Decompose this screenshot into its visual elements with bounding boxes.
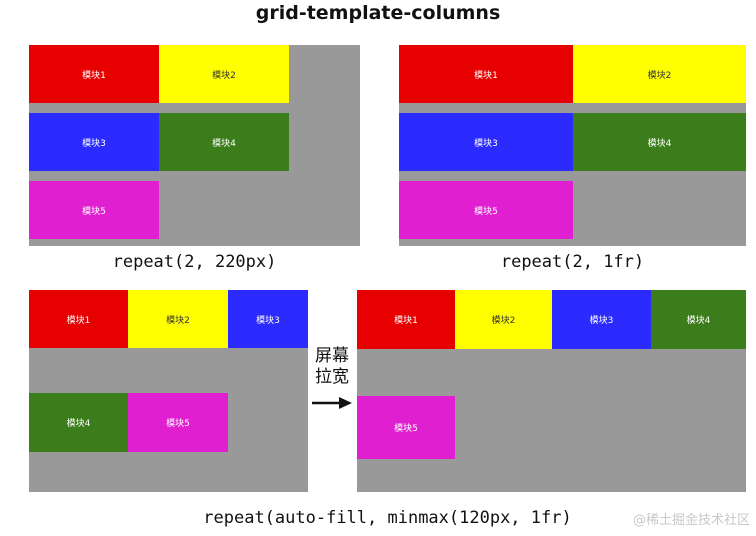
grid-block-label: 模块4 — [66, 419, 91, 429]
grid-block-2: 模块2 — [455, 290, 552, 349]
grid-block-label: 模块1 — [82, 70, 106, 81]
grid-panel-auto-fill-wide: 模块1 模块2 模块3 模块4 模块5 — [357, 290, 746, 492]
grid-block-label: 模块4 — [647, 138, 672, 149]
grid-block-label: 模块4 — [686, 316, 711, 326]
grid-block-label: 模块3 — [82, 138, 106, 149]
grid-panel-auto-fill-narrow: 模块1 模块2 模块3 模块4 模块5 — [29, 290, 308, 492]
right-arrow-icon — [312, 397, 352, 409]
watermark: @稀土掘金技术社区 — [632, 513, 750, 528]
caption-fractional-columns: repeat(2, 1fr) — [500, 252, 645, 272]
grid-block-3: 模块3 — [29, 113, 159, 171]
grid-block-4: 模块4 — [651, 290, 746, 349]
grid-block-label: 模块2 — [212, 70, 236, 81]
caption-auto-fill: repeat(auto-fill, minmax(120px, 1fr) — [203, 508, 572, 528]
grid-block-5: 模块5 — [29, 181, 159, 239]
grid-panel-fixed-columns: 模块1 模块2 模块3 模块4 模块5 — [29, 45, 360, 246]
side-note-line-2: 拉宽 — [315, 367, 349, 387]
grid-block-3: 模块3 — [399, 113, 573, 171]
grid-block-2: 模块2 — [573, 45, 746, 103]
diagram-title: grid-template-columns — [255, 2, 501, 24]
grid-panel-fractional-columns: 模块1 模块2 模块3 模块4 模块5 — [399, 45, 746, 246]
grid-block-5: 模块5 — [399, 181, 573, 239]
grid-block-4: 模块4 — [29, 393, 128, 452]
grid-block-2: 模块2 — [128, 290, 228, 348]
grid-block-label: 模块2 — [166, 315, 190, 326]
grid-block-3: 模块3 — [552, 290, 651, 349]
grid-block-label: 模块3 — [256, 315, 280, 326]
grid-block-1: 模块1 — [29, 45, 159, 103]
grid-block-label: 模块2 — [491, 316, 516, 326]
side-note-line-1: 屏幕 — [315, 346, 349, 366]
grid-block-2: 模块2 — [159, 45, 289, 103]
grid-block-label: 模块1 — [66, 315, 91, 326]
grid-block-label: 模块3 — [589, 316, 614, 326]
screen-widen-note: 屏幕 拉宽 — [309, 346, 355, 388]
grid-block-4: 模块4 — [573, 113, 746, 171]
grid-block-label: 模块2 — [647, 70, 672, 81]
grid-block-label: 模块3 — [474, 138, 498, 149]
grid-block-1: 模块1 — [399, 45, 573, 103]
caption-fixed-columns: repeat(2, 220px) — [112, 252, 277, 272]
grid-block-1: 模块1 — [29, 290, 128, 348]
grid-block-label: 模块1 — [394, 316, 418, 326]
grid-block-label: 模块5 — [474, 206, 498, 217]
grid-block-label: 模块5 — [394, 424, 418, 434]
grid-block-5: 模块5 — [357, 396, 455, 459]
grid-block-label: 模块1 — [474, 70, 498, 81]
grid-block-label: 模块5 — [166, 419, 190, 429]
grid-block-label: 模块5 — [82, 206, 106, 217]
grid-block-1: 模块1 — [357, 290, 455, 349]
grid-block-4: 模块4 — [159, 113, 289, 171]
grid-block-3: 模块3 — [228, 290, 308, 348]
grid-block-label: 模块4 — [212, 138, 236, 149]
grid-block-5: 模块5 — [128, 393, 228, 452]
